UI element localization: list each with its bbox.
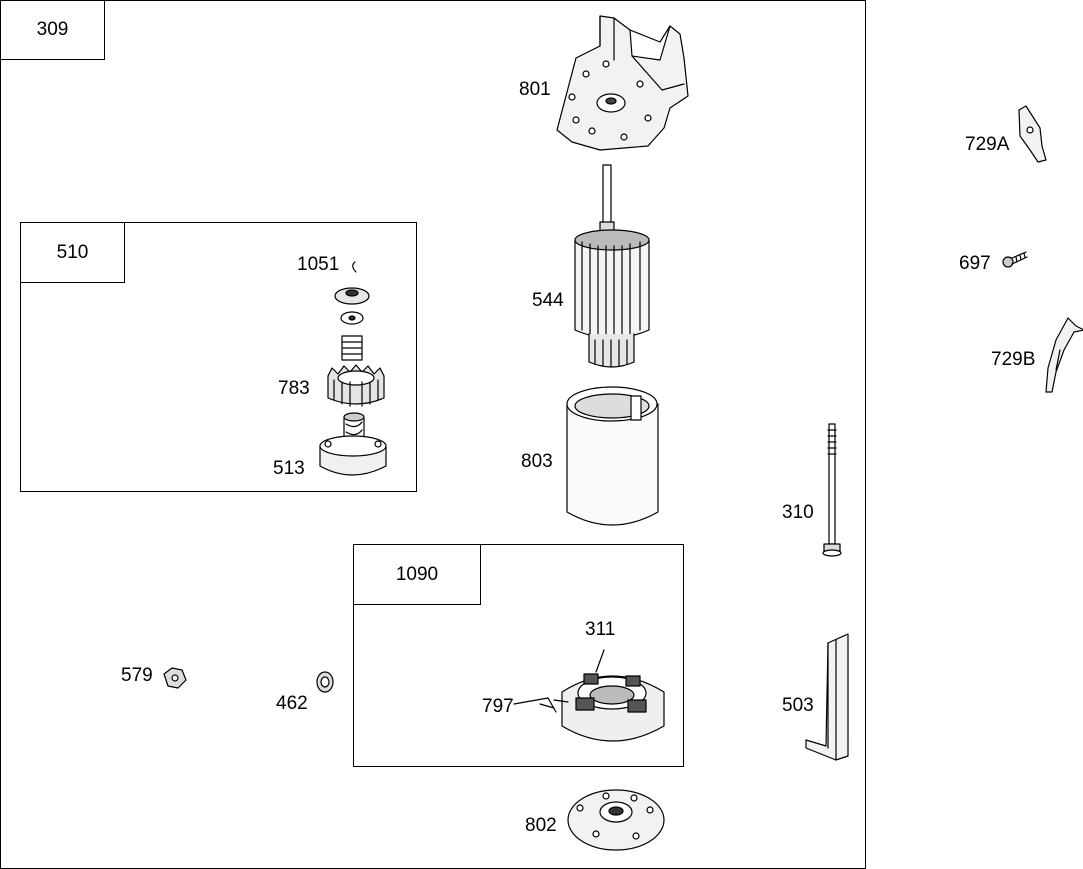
part-label-1051[interactable]: 1051 [297,254,340,275]
part-label-801[interactable]: 801 [519,79,551,100]
leader-797 [514,698,548,704]
clip-729a-drawing [1019,106,1046,162]
bracket-801-drawing [557,16,688,150]
part-label-729a[interactable]: 729A [965,134,1010,155]
bolt-310-drawing [823,424,841,556]
part-label-503[interactable]: 503 [782,695,814,716]
drive-stack-drawing [335,288,369,360]
retainer-ring-1051-drawing [353,262,356,272]
housing-803-drawing [567,387,658,525]
assembly-309-label: 309 [0,0,105,60]
armature-544-drawing [575,165,649,367]
subassembly-1090-frame [353,544,684,767]
subassembly-1090-label: 1090 [353,544,481,605]
washer-462-drawing [317,672,333,692]
part-label-310[interactable]: 310 [782,502,814,523]
part-label-513[interactable]: 513 [273,458,305,479]
part-label-462[interactable]: 462 [276,693,308,714]
part-label-311[interactable]: 311 [585,619,616,640]
screw-697-drawing [1003,252,1027,267]
bracket-503-drawing [806,634,848,760]
part-label-802[interactable]: 802 [525,815,557,836]
gear-783-drawing [328,365,384,406]
part-label-544[interactable]: 544 [532,290,564,311]
part-label-729b[interactable]: 729B [991,349,1036,370]
subassembly-510-frame [20,222,417,492]
part-label-797[interactable]: 797 [482,696,514,717]
part-label-579[interactable]: 579 [121,665,153,686]
drive-housing-513-drawing [320,413,386,475]
subassembly-510-label: 510 [20,222,125,283]
part-label-697[interactable]: 697 [959,253,991,274]
end-cap-802-drawing [568,790,664,850]
part-label-783[interactable]: 783 [278,378,310,399]
nut-579-drawing [164,668,186,688]
strap-729b-drawing [1046,318,1083,392]
brush-assembly-1090-drawing [540,650,664,741]
part-label-803[interactable]: 803 [521,451,553,472]
